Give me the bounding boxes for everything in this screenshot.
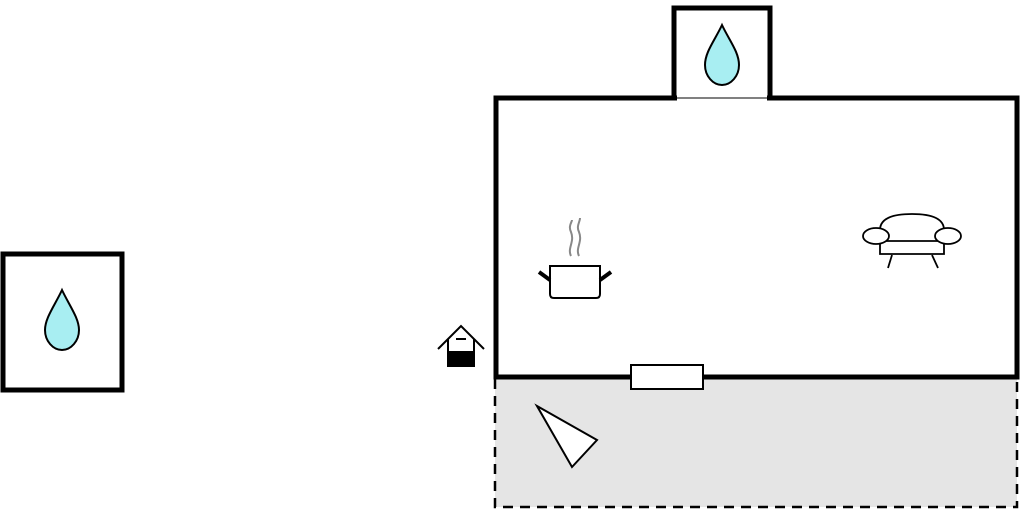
door bbox=[630, 364, 704, 390]
sofa-icon bbox=[862, 213, 962, 269]
bathroom-left bbox=[0, 251, 125, 393]
sun-wedge-icon bbox=[534, 403, 599, 469]
well-icon bbox=[437, 324, 485, 367]
terrace bbox=[493, 375, 1019, 509]
main-room bbox=[493, 95, 1020, 390]
water-drop-icon bbox=[43, 287, 81, 352]
water-drop-icon bbox=[703, 22, 741, 87]
cooking-pot-icon bbox=[537, 217, 613, 299]
bathroom-top bbox=[671, 5, 773, 101]
